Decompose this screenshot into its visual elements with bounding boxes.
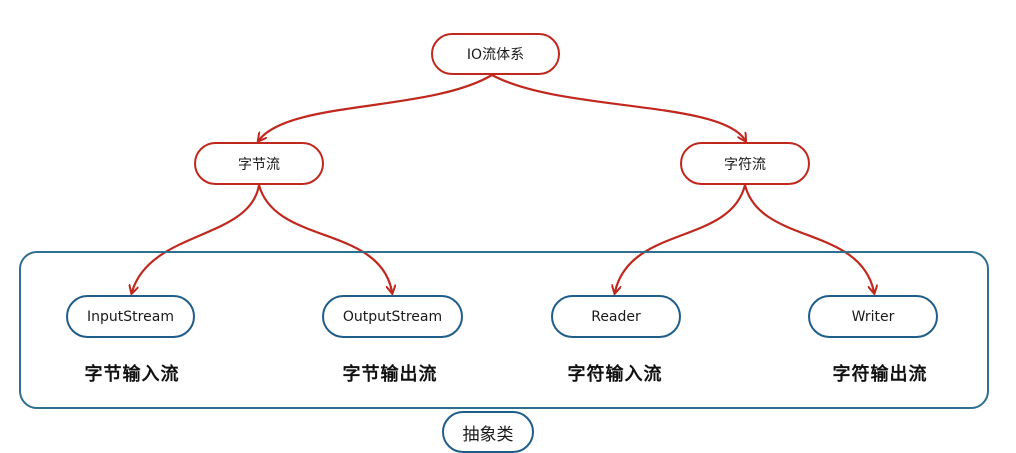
output-stream-label: OutputStream [342, 308, 443, 325]
output-stream-node: OutputStream [322, 295, 463, 338]
byte-stream-label: 字节流 [238, 156, 280, 173]
output-stream-caption: 字节输出流 [342, 364, 438, 385]
arrow-char-to-writer [743, 184, 874, 292]
writer-node: Writer [808, 295, 938, 338]
writer-label: Writer [851, 308, 895, 325]
input-stream-caption: 字节输入流 [84, 364, 180, 385]
byte-stream-node: 字节流 [194, 142, 324, 185]
root-node: IO流体系 [431, 33, 560, 75]
abstract-class-label: 抽象类 [442, 411, 534, 453]
arrow-byte-to-output-stream [257, 184, 392, 292]
input-stream-label: InputStream [87, 308, 174, 325]
input-stream-node: InputStream [66, 295, 195, 338]
reader-caption: 字符输入流 [567, 364, 663, 385]
abstract-class-label-text: 抽象类 [462, 424, 514, 445]
arrow-byte-to-input-stream [132, 184, 261, 292]
reader-node: Reader [551, 295, 681, 338]
arrow-char-to-reader [615, 184, 747, 292]
reader-label: Reader [591, 308, 641, 325]
arrow-root-to-byte-stream [259, 74, 493, 140]
abstract-class-group [19, 251, 989, 409]
arrow-root-to-char-stream [491, 74, 745, 140]
char-stream-label: 字符流 [724, 156, 766, 173]
root-node-label: IO流体系 [466, 47, 525, 63]
writer-caption: 字符输出流 [832, 364, 928, 385]
char-stream-node: 字符流 [680, 142, 810, 185]
